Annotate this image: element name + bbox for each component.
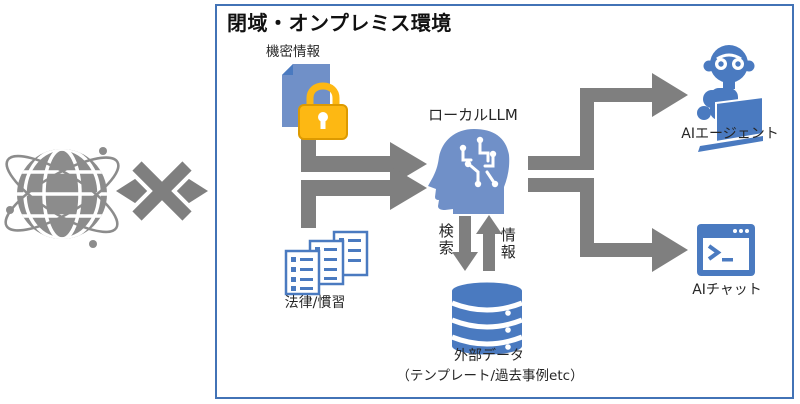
local-llm-label: ローカルLLM — [428, 106, 518, 124]
search-flow-label: 検索 — [436, 223, 455, 257]
ai-agent-label: AIエージェント — [681, 126, 779, 142]
page-title: 閉域・オンプレミス環境 — [227, 11, 452, 35]
external-data-note: （テンプレート/過去事例etc） — [396, 368, 584, 384]
internet-globe-icon — [4, 147, 120, 248]
info-flow-label: 情報 — [498, 227, 517, 261]
onprem-environment-box — [215, 4, 794, 399]
blocked-connection-icon — [116, 158, 208, 224]
confidential-info-label: 機密情報 — [266, 44, 320, 60]
ai-chat-label: AIチャット — [692, 282, 762, 298]
laws-customs-label: 法律/慣習 — [284, 295, 346, 311]
external-data-label: 外部データ — [454, 348, 524, 364]
